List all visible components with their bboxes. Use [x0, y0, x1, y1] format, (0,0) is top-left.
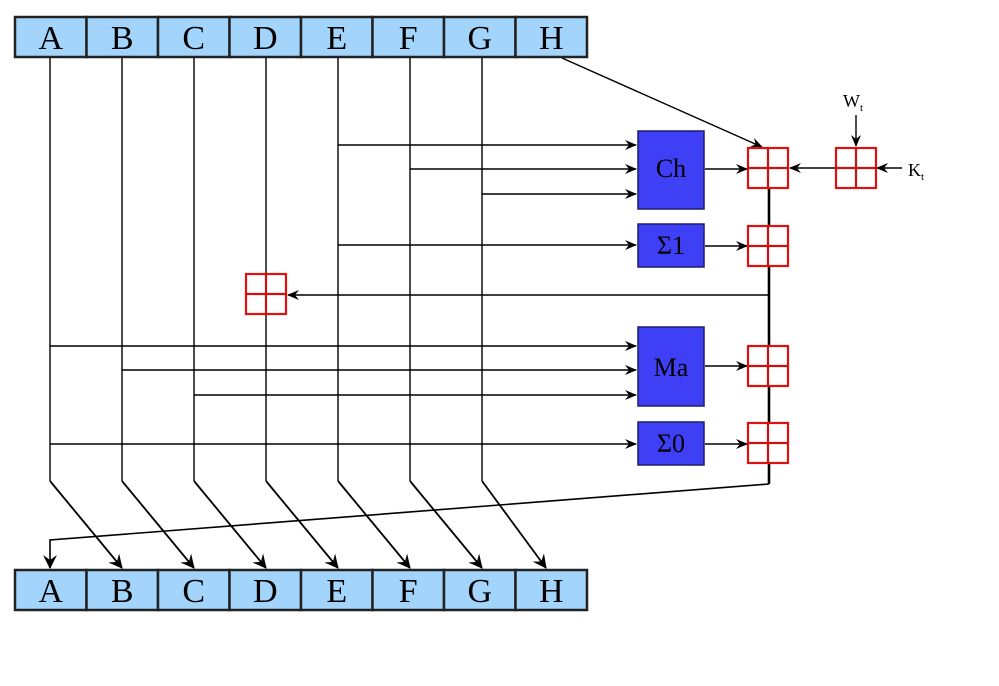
in-register-a: A [13, 15, 88, 59]
adder-sigma0 [746, 421, 790, 465]
out-register-label: F [399, 573, 418, 610]
ma-block: Ma [637, 326, 705, 407]
constants: Wt Kt [843, 91, 924, 183]
in-register-label: B [111, 20, 134, 57]
shift-e-to-f [337, 480, 411, 569]
out-register-c: C [156, 568, 231, 612]
k-label-sub: t [921, 171, 924, 183]
shift-f-to-g [409, 480, 483, 569]
in-register-b: B [85, 15, 160, 59]
in-register-d: D [228, 15, 303, 59]
out-register-label: A [38, 573, 63, 610]
sigma1-label: Σ1 [657, 231, 685, 260]
in-register-c: C [156, 15, 231, 59]
input-registers: A B C D E F G H [13, 15, 589, 59]
k-label: Kt [908, 160, 924, 183]
sigma1-block: Σ1 [637, 223, 705, 268]
in-register-g: G [442, 15, 517, 59]
shift-d-to-e [265, 480, 339, 569]
w-label: Wt [843, 91, 863, 114]
out-register-label: E [326, 573, 347, 610]
in-register-label: E [326, 20, 347, 57]
out-register-a: A [13, 568, 88, 612]
ch-block: Ch [637, 130, 705, 210]
in-register-label: G [467, 20, 492, 57]
adders [244, 146, 878, 465]
in-register-label: H [539, 20, 564, 57]
output-registers: A B C D E F G H [13, 568, 589, 612]
shift-g-to-h [481, 480, 547, 569]
out-register-label: C [182, 573, 205, 610]
wire-to-new-a [43, 483, 770, 569]
out-register-d: D [228, 568, 303, 612]
k-label-base: K [908, 160, 921, 180]
out-register-g: G [442, 568, 517, 612]
in-register-label: D [253, 20, 278, 57]
out-register-e: E [299, 568, 374, 612]
wire-h [561, 57, 763, 148]
shift-b-to-c [121, 480, 195, 569]
out-register-label: B [111, 573, 134, 610]
in-register-label: A [38, 20, 63, 57]
in-register-e: E [299, 15, 374, 59]
sigma0-label: Σ0 [657, 429, 685, 458]
adder-d [244, 272, 288, 316]
out-register-f: F [371, 568, 446, 612]
sigma0-block: Σ0 [637, 421, 705, 466]
adder-h-ch [746, 146, 790, 190]
adder-w-k [834, 146, 878, 190]
w-label-base: W [843, 91, 860, 111]
function-blocks: Ch Σ1 Ma Σ0 [637, 130, 705, 466]
in-register-label: C [182, 20, 205, 57]
shift-a-to-b [49, 480, 123, 569]
out-register-h: H [514, 568, 589, 612]
in-register-label: F [399, 20, 418, 57]
shift-c-to-d [193, 480, 267, 569]
in-register-f: F [371, 15, 446, 59]
in-register-h: H [514, 15, 589, 59]
wires [43, 57, 902, 569]
out-register-label: G [467, 573, 492, 610]
out-register-b: B [85, 568, 160, 612]
ch-label: Ch [656, 154, 686, 183]
adder-sigma1 [746, 224, 790, 268]
adder-ma [746, 344, 790, 388]
w-label-sub: t [860, 102, 863, 114]
out-register-label: H [539, 573, 564, 610]
ma-label: Ma [654, 353, 689, 382]
out-register-label: D [253, 573, 278, 610]
